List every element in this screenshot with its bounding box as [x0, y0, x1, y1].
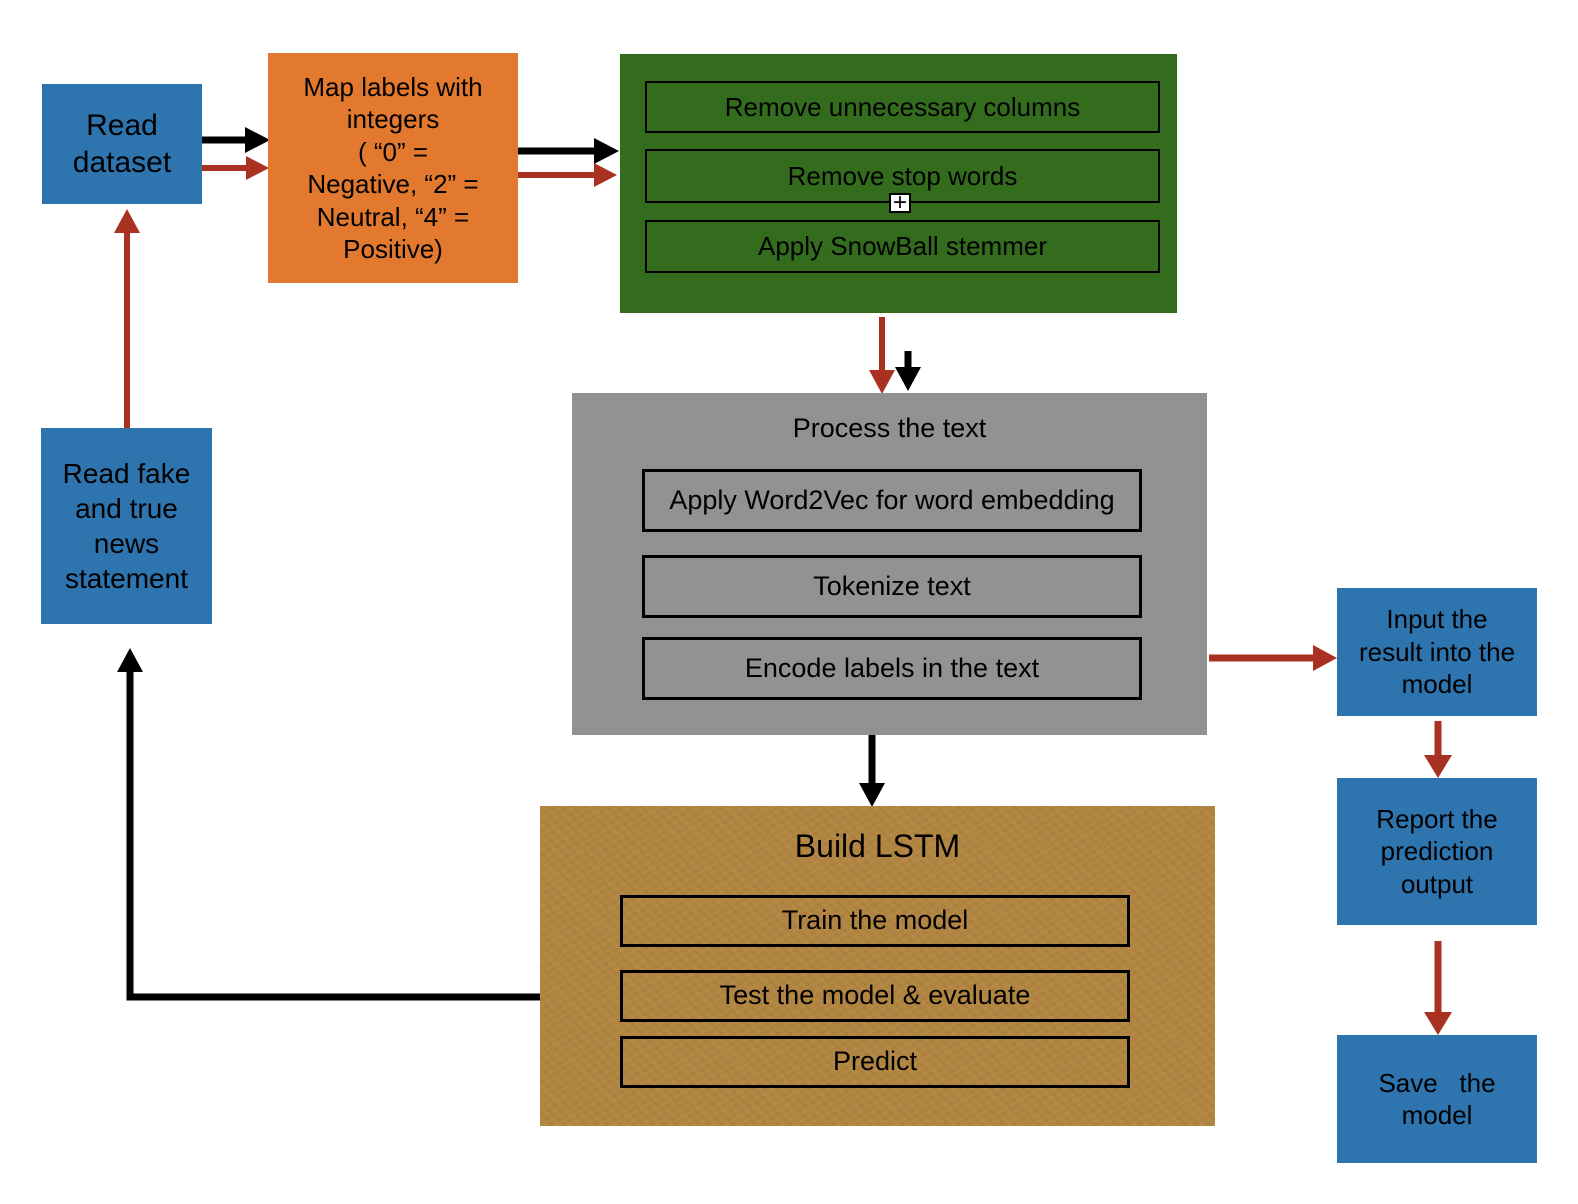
node-save-the-model[interactable]: Save the model — [1337, 1035, 1537, 1163]
step-remove-unnecessary-columns[interactable]: Remove unnecessary columns — [645, 81, 1160, 133]
step-apply-word2vec[interactable]: Apply Word2Vec for word embedding — [642, 469, 1142, 532]
step-test-the-model-evaluate[interactable]: Test the model & evaluate — [620, 970, 1130, 1022]
node-read-fake-true-news-label: Read fake and true news statement — [62, 458, 191, 594]
node-save-model-label: Save the model — [1378, 1067, 1496, 1131]
group-process-the-text[interactable]: Process the text Apply Word2Vec for word… — [572, 393, 1207, 735]
group-clean-data[interactable]: Remove unnecessary columns Remove stop w… — [620, 54, 1177, 313]
node-input-result-into-model[interactable]: Input the result into the model — [1337, 588, 1537, 716]
arrow-map-labels-to-clean-group-black[interactable] — [518, 138, 619, 164]
arrow-read-fake-to-read-dataset-red[interactable] — [114, 209, 140, 428]
step-label: Train the model — [781, 905, 969, 936]
arrow-read-dataset-to-map-labels-black[interactable] — [202, 127, 270, 153]
arrow-report-output-to-save-model-red[interactable] — [1424, 941, 1452, 1035]
step-tokenize-text[interactable]: Tokenize text — [642, 555, 1142, 618]
arrow-process-group-to-input-result-red[interactable] — [1209, 645, 1337, 671]
arrow-clean-group-to-process-group-black[interactable] — [895, 351, 921, 391]
plus-glyph: + — [892, 189, 907, 216]
group-process-title: Process the text — [792, 413, 987, 443]
step-label: Test the model & evaluate — [719, 980, 1031, 1011]
arrow-map-labels-to-clean-group-red[interactable] — [518, 163, 617, 187]
step-label: Predict — [832, 1046, 918, 1077]
node-input-result-label: Input the result into the model — [1358, 604, 1516, 700]
step-label: Tokenize text — [813, 570, 971, 601]
node-read-dataset[interactable]: Read dataset — [42, 84, 202, 204]
arrow-process-group-to-build-group-black[interactable] — [859, 735, 885, 807]
node-read-dataset-label: Read dataset — [72, 108, 172, 180]
arrow-clean-group-to-process-group-red[interactable] — [869, 317, 895, 394]
node-read-fake-true-news[interactable]: Read fake and true news statement — [41, 428, 212, 624]
step-label: Apply SnowBall stemmer — [758, 231, 1047, 262]
arrow-build-group-to-read-fake-black[interactable] — [117, 648, 540, 1001]
plus-insert-handle-icon[interactable]: + — [889, 189, 911, 216]
step-apply-snowball-stemmer[interactable]: Apply SnowBall stemmer — [645, 220, 1160, 273]
step-label: Remove unnecessary columns — [724, 91, 1081, 122]
step-label: Remove stop words — [787, 160, 1018, 191]
node-report-output-label: Report the prediction output — [1376, 803, 1498, 899]
step-label: Apply Word2Vec for word embedding — [669, 484, 1115, 515]
step-train-the-model[interactable]: Train the model — [620, 895, 1130, 947]
arrow-input-result-to-report-output-red[interactable] — [1424, 721, 1452, 778]
step-label: Encode labels in the text — [744, 652, 1040, 683]
group-build-lstm[interactable]: Build LSTM Train the model Test the mode… — [540, 806, 1215, 1126]
node-map-labels[interactable]: Map labels with integers ( “0” = Negativ… — [268, 53, 518, 283]
step-predict[interactable]: Predict — [620, 1036, 1130, 1088]
arrow-read-dataset-to-map-labels-red[interactable] — [202, 156, 269, 180]
group-build-lstm-title: Build LSTM — [794, 828, 961, 864]
node-map-labels-label: Map labels with integers ( “0” = Negativ… — [303, 71, 483, 265]
node-report-prediction-output[interactable]: Report the prediction output — [1337, 778, 1537, 925]
step-encode-labels[interactable]: Encode labels in the text — [642, 637, 1142, 700]
